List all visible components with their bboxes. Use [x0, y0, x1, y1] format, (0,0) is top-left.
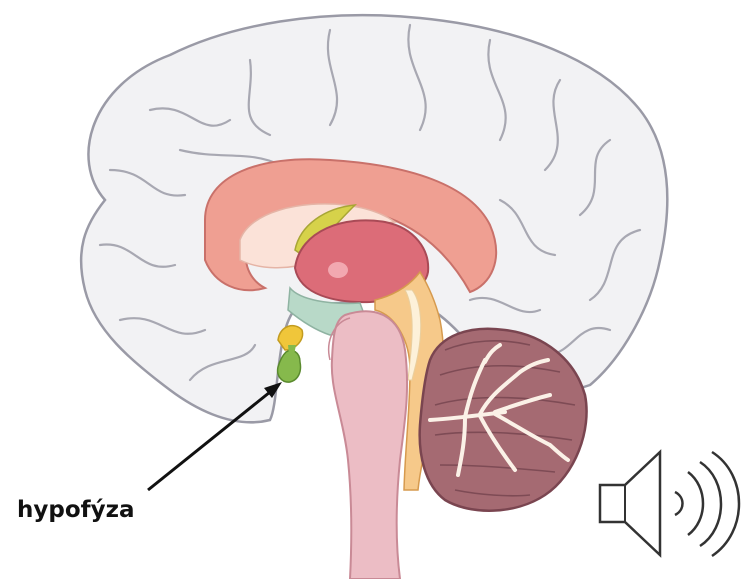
- speaker-icon[interactable]: [590, 445, 740, 565]
- callout-label-hypofyza: hypofýza: [17, 497, 135, 523]
- brainstem: [332, 311, 407, 579]
- thalamus-highlight: [328, 262, 348, 278]
